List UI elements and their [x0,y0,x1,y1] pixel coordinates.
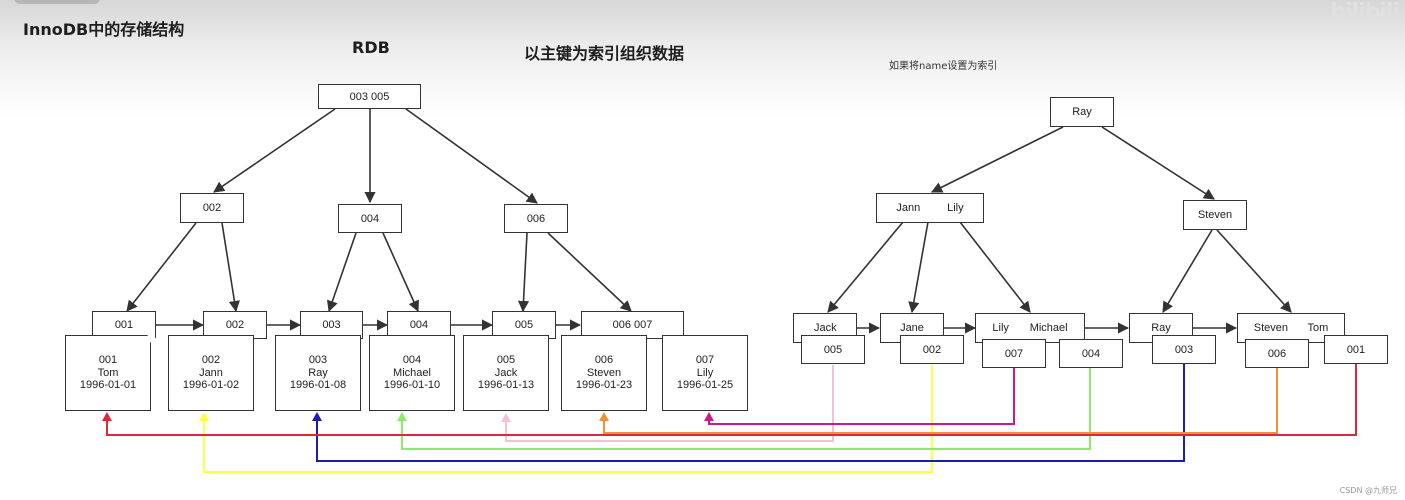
edge-006-006007 [547,232,632,312]
record-003: 003 Ray 1996-01-08 [275,335,361,411]
arrow-007 [704,412,714,421]
name-key: Tom [1307,322,1329,334]
name-node-steven: Steven [1183,200,1247,230]
record-name: Steven [586,366,622,379]
edge-006-005 [517,232,530,313]
record-name: Ray [308,366,328,379]
window-tab [14,0,100,4]
ref-line-005 [505,365,834,442]
pk-leaf-key-006-007: 006 007 [581,311,684,339]
name-index-note: 如果将name设置为索引 [889,61,998,72]
ref-line-002 [203,365,933,473]
edge-jann-jane [908,221,929,314]
pk-leaf-key-004: 004 [387,311,451,339]
name-leaf-pk-007: 007 [982,339,1046,368]
record-name: Jack [494,366,518,379]
record-date: 1996-01-13 [477,379,535,392]
name-leaf-pk-006: 006 [1245,339,1309,368]
ref-line-004 [401,368,1091,450]
edge-root-002 [213,108,336,193]
name-leaf-lily-michael: Lily Michael [975,313,1085,343]
name-key: Steven [1253,322,1288,334]
record-date: 1996-01-23 [575,379,633,392]
pk-leaf-key-005: 005 [492,311,556,339]
record-name: Tom [97,366,119,379]
record-006: 006 Steven 1996-01-23 [561,335,647,411]
name-leaf-pk-001: 001 [1324,335,1388,364]
arrow-005 [501,413,511,422]
edge-jann-jack [827,221,904,313]
name-key: Michael [1029,322,1068,334]
record-name: Jann [199,366,223,379]
edge-lily-lilymichael [959,221,1031,313]
pk-index-label: 以主键为索引组织数据 [524,44,685,63]
record-002: 002 Jann 1996-01-02 [168,335,254,411]
record-007: 007 Lily 1996-01-25 [662,335,748,411]
ref-line-003 [316,364,1185,462]
record-date: 1996-01-08 [289,379,347,392]
record-001: 001 Tom 1996-01-01 [65,335,151,411]
record-name: Lily [696,366,714,379]
name-node-jann-lily: Jann Lily [876,193,984,223]
edge-steven-steventom [1216,229,1292,313]
name-key: Jann [896,202,921,214]
name-key: Lily [992,322,1009,334]
pk-leaf-key-001: 001 [92,311,156,339]
record-name: Michael [393,366,431,379]
name-leaf-pk-003: 003 [1152,335,1216,364]
pk-leaf-key-002: 002 [203,311,267,339]
page-title: InnoDB中的存储结构 [23,20,185,39]
record-id: 001 [98,354,118,367]
arrow-004 [397,412,407,421]
record-id: 006 [594,354,614,367]
edge-004-003 [327,232,357,313]
record-id: 005 [496,354,516,367]
ref-line-007 [708,368,1015,425]
record-date: 1996-01-25 [676,379,734,392]
arrow-006 [599,412,609,421]
name-leaf-pk-004: 004 [1059,339,1123,368]
credit-text: CSDN @九师兄 [1339,486,1397,495]
name-leaf-pk-005: 005 [801,335,865,364]
record-id: 002 [201,354,221,367]
record-date: 1996-01-01 [79,379,137,392]
edge-ray-jannlily [930,126,1064,193]
name-leaf-pk-002: 002 [900,335,964,364]
edge-ray-steven [1101,126,1215,200]
edge-steven-ray [1162,229,1213,313]
pk-leaf-key-003: 003 [300,311,363,339]
record-id: 003 [308,354,328,367]
rdb-label: RDB [352,38,390,57]
edge-root-006 [405,108,538,204]
record-004: 004 Michael 1996-01-10 [369,335,455,411]
ref-line-001 [106,364,1357,436]
ref-line-006 [603,368,1278,434]
edge-004-004 [382,232,419,313]
edge-002-001 [126,222,197,312]
pk-node-004: 004 [338,204,402,233]
edge-002-002 [221,222,240,313]
record-005: 005 Jack 1996-01-13 [463,335,549,411]
record-date: 1996-01-10 [383,379,441,392]
watermark-logo: bilibili [1330,0,1400,25]
arrow-003 [312,412,322,421]
pk-root-node: 003 005 [318,84,421,109]
name-root-node: Ray [1050,97,1114,127]
record-date: 1996-01-02 [182,379,240,392]
name-key: Lily [947,202,964,214]
record-id: 007 [695,354,715,367]
pk-node-002: 002 [180,193,244,223]
arrow-001 [102,412,112,421]
pk-node-006: 006 [504,204,568,233]
arrow-002 [199,412,209,421]
record-id: 004 [402,354,422,367]
